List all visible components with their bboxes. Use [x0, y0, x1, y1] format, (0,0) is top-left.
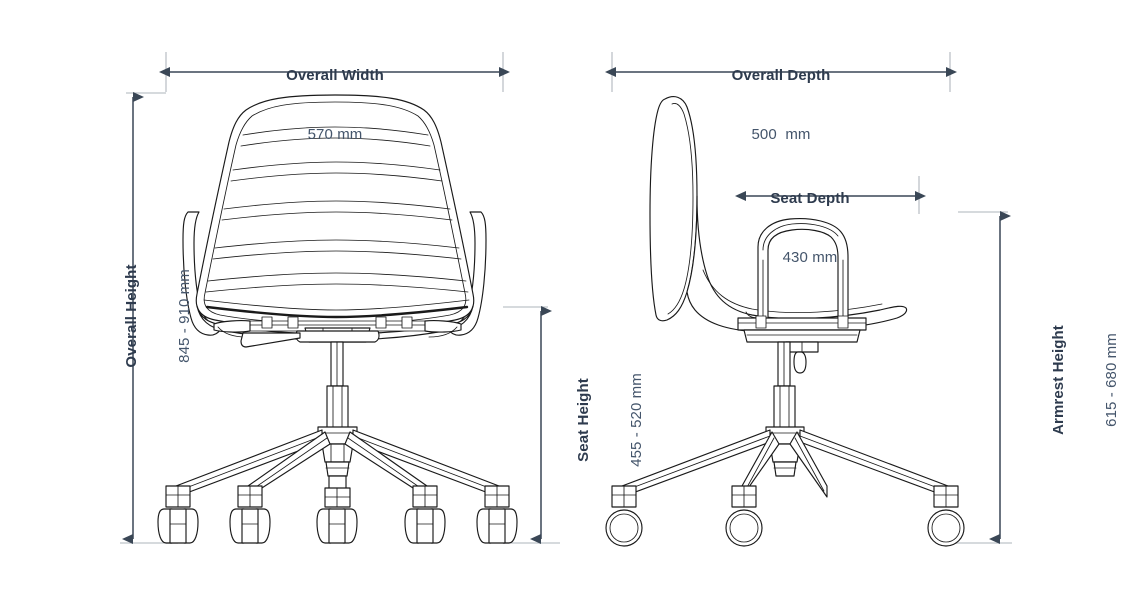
- dim-value-seat-height: 455 - 520 mm: [628, 373, 645, 467]
- backrest-shell: [195, 94, 475, 331]
- armrest-right: [447, 211, 487, 336]
- castor: [725, 509, 763, 547]
- dim-value-overall-width: 570 mm: [307, 125, 363, 143]
- dim-value-seat-depth: 430 mm: [782, 248, 838, 266]
- dim-value-armrest-height: 615 - 680 mm: [1103, 333, 1120, 427]
- front-view-chair: [157, 94, 518, 544]
- dim-value-overall-depth: 500 mm: [751, 125, 811, 143]
- dim-label-overall-depth: Overall Depth 500 mm: [661, 27, 901, 165]
- gas-cylinder-side: [773, 341, 796, 431]
- backrest-slats: [203, 126, 470, 319]
- dim-label-overall-height: Overall Height 845 - 910 mm: [87, 196, 193, 436]
- five-star-base-side: [611, 426, 959, 508]
- side-view-chair: [605, 96, 965, 547]
- dim-label-overall-width: Overall Width 570 mm: [215, 27, 455, 165]
- castor: [316, 508, 358, 544]
- castor: [605, 509, 643, 547]
- five-star-base: [165, 426, 510, 508]
- castor: [157, 508, 199, 544]
- dim-title-overall-height: Overall Height: [123, 264, 140, 368]
- dim-label-armrest-height: Armrest Height 615 - 680 mm: [1014, 260, 1120, 500]
- castor: [476, 508, 518, 544]
- seat-side: [686, 195, 908, 333]
- castors-front: [157, 508, 518, 544]
- adjustment-lever: [240, 332, 301, 348]
- armrest-left: [182, 211, 222, 336]
- dim-title-overall-depth: Overall Depth: [731, 67, 831, 84]
- dim-label-seat-height: Seat Height 455 - 520 mm: [539, 310, 645, 530]
- dim-title-overall-width: Overall Width: [286, 67, 384, 84]
- backrest-shell-side: [649, 96, 698, 322]
- gas-cylinder: [326, 341, 349, 431]
- tilt-mechanism-side: [737, 315, 867, 374]
- castors-side: [605, 509, 965, 547]
- dim-title-seat-height: Seat Height: [575, 378, 592, 462]
- castor: [927, 509, 965, 547]
- armrest-loop-side: [757, 217, 849, 323]
- dim-value-overall-height: 845 - 910 mm: [176, 269, 193, 363]
- castor: [229, 508, 271, 544]
- dim-title-armrest-height: Armrest Height: [1050, 325, 1067, 435]
- dim-title-seat-depth: Seat Depth: [770, 190, 850, 207]
- castor: [404, 508, 446, 544]
- dim-label-seat-depth: Seat Depth 430 mm: [710, 150, 910, 288]
